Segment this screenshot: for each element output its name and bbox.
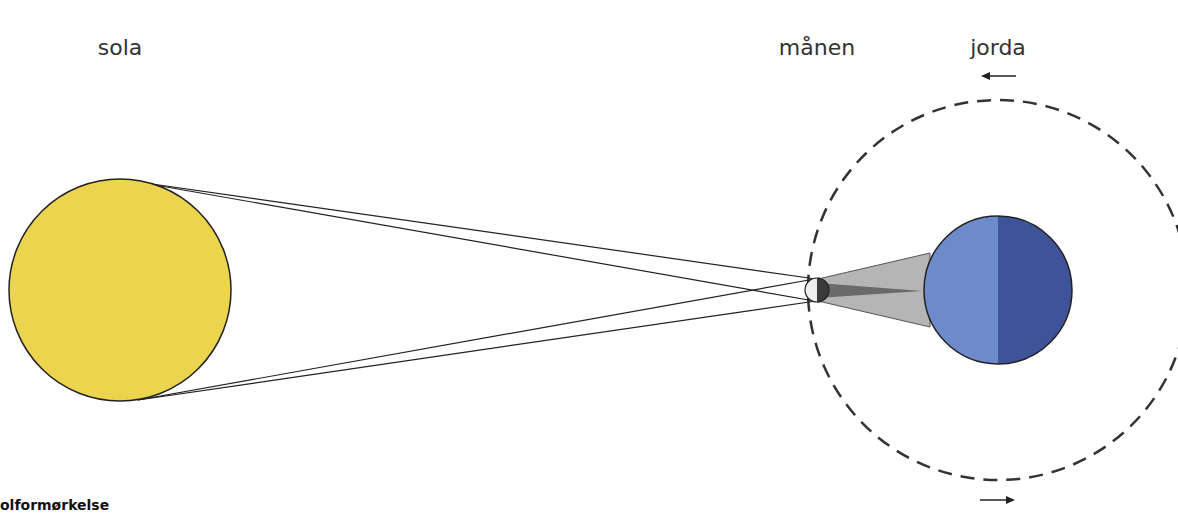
penumbra xyxy=(818,253,930,327)
earth-node: jorda xyxy=(923,215,1073,365)
umbra xyxy=(818,283,922,298)
sun-node: sola xyxy=(8,178,232,402)
body-label: månen xyxy=(779,35,855,61)
sun-rays xyxy=(138,182,820,400)
earth-shape xyxy=(923,215,1073,365)
moon-orbit xyxy=(808,100,1178,480)
body-label: jorda xyxy=(970,35,1026,61)
moon-shape xyxy=(804,277,830,303)
moon-node: månen xyxy=(804,277,830,303)
caption: olformørkelse xyxy=(0,497,109,513)
body-label: sola xyxy=(98,35,143,61)
sun-shape xyxy=(8,178,232,402)
